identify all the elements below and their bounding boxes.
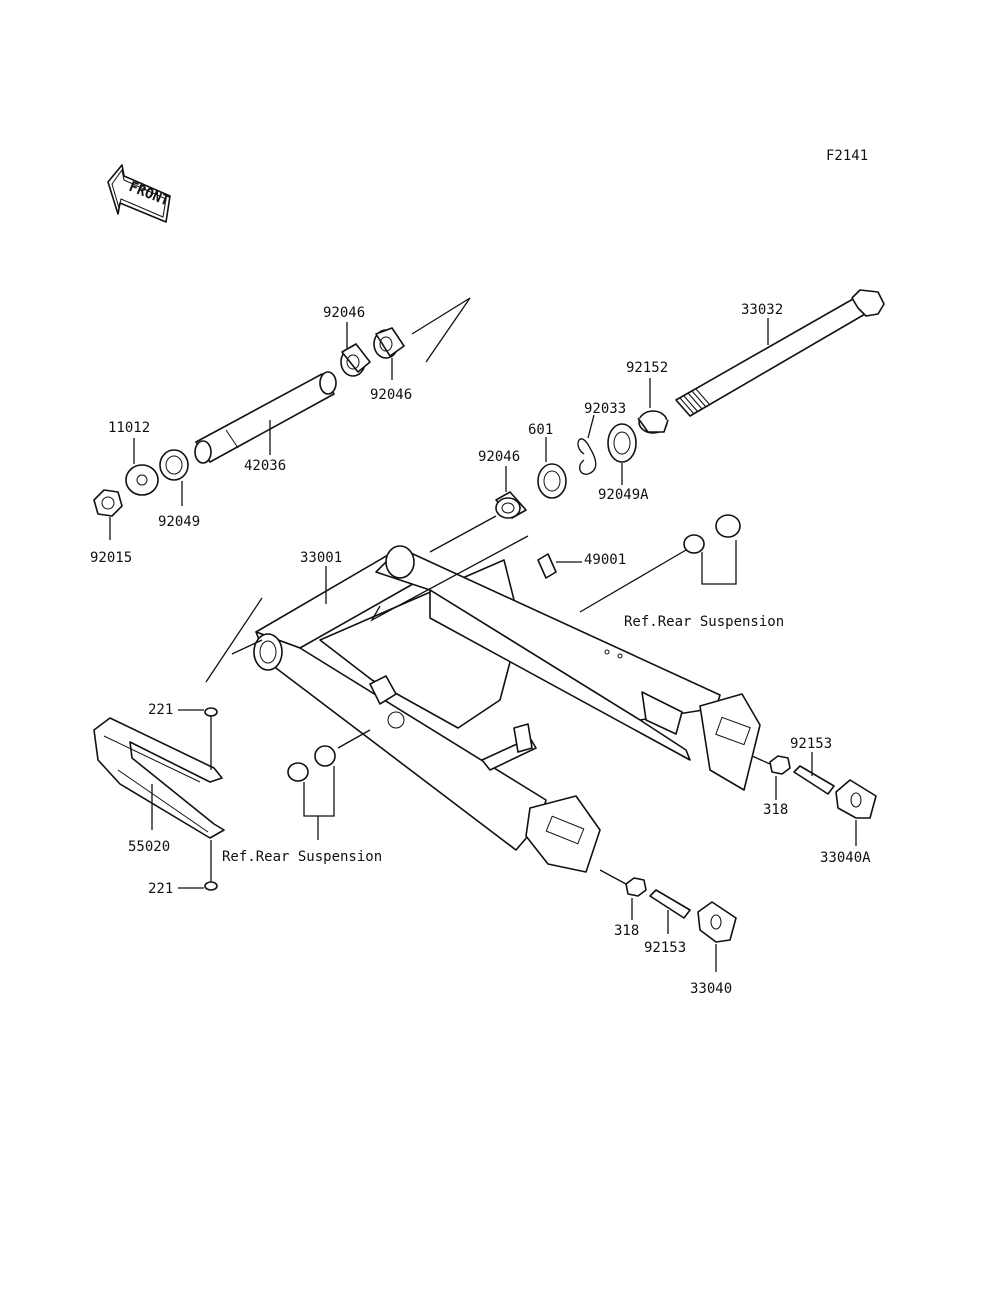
label-92153-right: 92153 <box>790 736 832 752</box>
label-92046-mid: 92046 <box>478 449 520 465</box>
screw-221-top <box>178 707 218 770</box>
label-33032: 33032 <box>741 302 783 318</box>
label-92153-bottom: 92153 <box>644 940 686 956</box>
label-92033: 92033 <box>584 401 626 417</box>
label-92046-top2: 92046 <box>370 387 412 403</box>
ref-rear-suspension-upper: Ref.Rear Suspension <box>624 614 784 630</box>
bolt-92153-right <box>793 752 835 795</box>
label-11012: 11012 <box>108 420 150 436</box>
rear-suspension-bushings-lower <box>287 729 371 840</box>
axle-33032 <box>675 289 885 417</box>
label-49001: 49001 <box>584 552 626 568</box>
label-33001: 33001 <box>300 550 342 566</box>
seal-92049A <box>607 423 637 485</box>
label-92015: 92015 <box>90 550 132 566</box>
bolt-92153-bottom <box>649 889 691 934</box>
label-55020: 55020 <box>128 839 170 855</box>
screw-221-bottom <box>178 840 218 891</box>
label-92046-top: 92046 <box>323 305 365 321</box>
label-42036: 42036 <box>244 458 286 474</box>
nut-318-bottom <box>625 877 647 920</box>
label-33040: 33040 <box>690 981 732 997</box>
rear-suspension-bushings-upper <box>579 514 741 613</box>
label-92049A: 92049A <box>598 487 649 503</box>
adjuster-block-33040A <box>835 779 877 846</box>
label-221-top: 221 <box>148 702 173 718</box>
nut-92015 <box>93 489 123 540</box>
sleeve-42036 <box>194 371 337 464</box>
seal-92049 <box>159 449 189 506</box>
label-601: 601 <box>528 422 553 438</box>
pivot-pointer-line <box>205 597 263 683</box>
chain-guard-55020 <box>93 717 225 839</box>
circlip-92033 <box>577 414 597 475</box>
label-92049: 92049 <box>158 514 200 530</box>
needle-bearing-92046-mid <box>495 466 527 519</box>
front-arrow-icon: FRONT <box>107 164 172 223</box>
swingarm-33001 <box>253 545 761 873</box>
bearing-601 <box>537 437 567 499</box>
needle-bearing-92046-top <box>340 322 371 377</box>
figure-code: F2141 <box>826 148 868 164</box>
label-92152: 92152 <box>626 360 668 376</box>
nut-318-right <box>769 755 791 800</box>
collar-92152 <box>637 378 669 434</box>
needle-bearing-92046-top2 <box>373 327 405 380</box>
label-221-bottom: 221 <box>148 881 173 897</box>
bearing-pointer-lines <box>411 297 471 363</box>
adjuster-block-33040 <box>697 901 737 972</box>
label-318-right: 318 <box>763 802 788 818</box>
grease-nipple-49001 <box>370 535 582 622</box>
washer-11012 <box>125 438 159 496</box>
ref-rear-suspension-lower: Ref.Rear Suspension <box>222 849 382 865</box>
label-318-bottom: 318 <box>614 923 639 939</box>
label-33040A: 33040A <box>820 850 871 866</box>
